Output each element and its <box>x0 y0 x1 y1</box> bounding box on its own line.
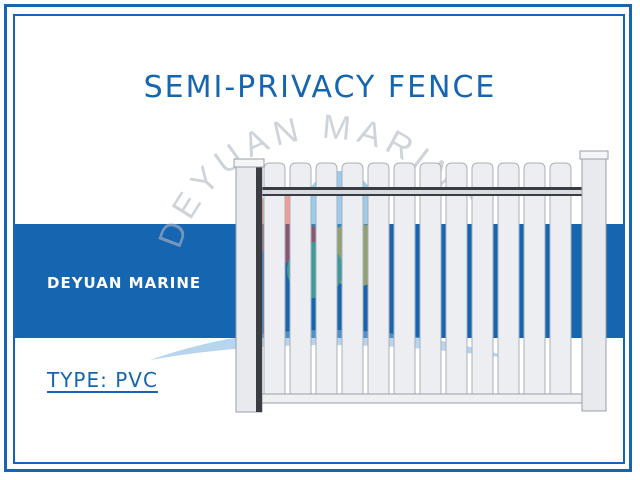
type-label: TYPE: PVC <box>47 368 158 392</box>
fence-picket <box>263 162 286 399</box>
picket-gap <box>571 196 576 394</box>
fence-picket <box>471 162 494 399</box>
fence-picket <box>315 162 338 399</box>
picket-gap <box>337 196 342 394</box>
picket-gap <box>493 196 498 394</box>
fence-picket <box>393 162 416 399</box>
right-post <box>581 156 607 412</box>
top-rail-face <box>258 190 588 194</box>
picket-gap <box>311 196 316 394</box>
bottom-rail <box>257 393 589 404</box>
right-post-cap <box>579 150 609 160</box>
picket-gap <box>545 196 550 394</box>
picket-gap <box>363 196 368 394</box>
fence-picket <box>367 162 390 399</box>
picket-gap <box>441 196 446 394</box>
fence-picket <box>549 162 572 399</box>
fence-picket <box>341 162 364 399</box>
picket-gap <box>285 196 290 394</box>
left-post-cap <box>233 158 265 168</box>
fence-picket <box>497 162 520 399</box>
inner-border <box>13 14 625 464</box>
fence-picket <box>419 162 442 399</box>
brand-label: DEYUAN MARINE <box>47 274 202 292</box>
picket-gap <box>467 196 472 394</box>
picket-gap <box>519 196 524 394</box>
page-title: SEMI-PRIVACY FENCE <box>143 70 497 105</box>
picket-gap <box>415 196 420 394</box>
outer-border <box>4 4 632 472</box>
fence-picket <box>445 162 468 399</box>
fence-picket <box>289 162 312 399</box>
picket-gap <box>389 196 394 394</box>
left-post-shadow <box>256 165 262 412</box>
fence-picket <box>523 162 546 399</box>
